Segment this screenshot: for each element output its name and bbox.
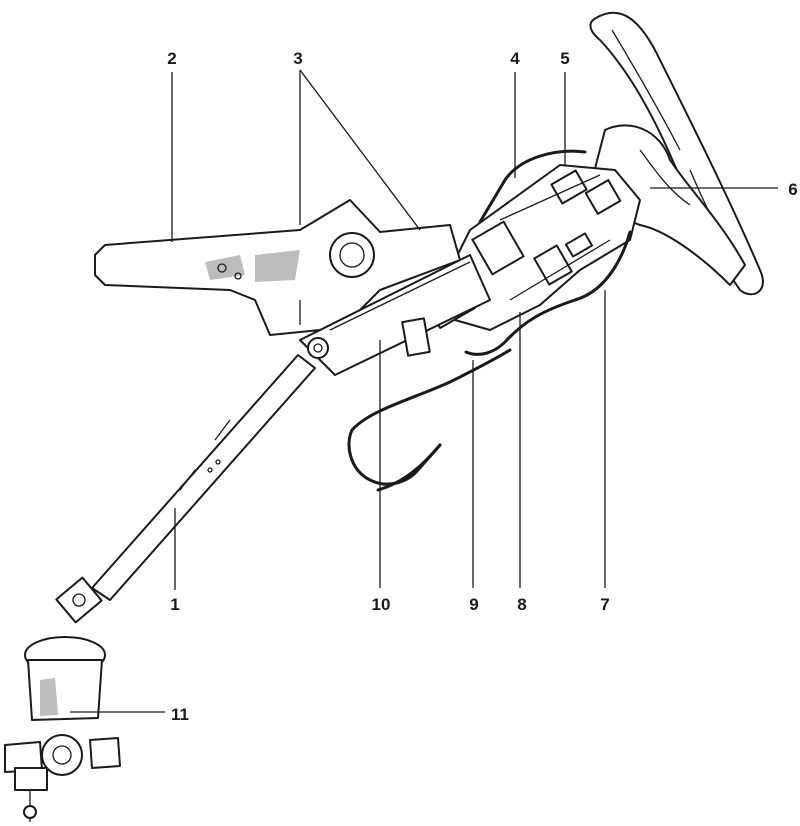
lower-joint-housing <box>4 636 121 822</box>
column-tube <box>299 254 491 376</box>
intermediate-shaft <box>91 354 316 601</box>
callout-5: 5 <box>560 49 569 68</box>
leader-3a <box>299 69 421 231</box>
wiring-harness <box>347 149 632 492</box>
callout-1: 1 <box>170 595 179 614</box>
mounting-bracket <box>94 199 461 336</box>
callout-10: 10 <box>372 595 391 614</box>
column-upper-housing <box>424 164 641 331</box>
leader-lines <box>70 69 778 713</box>
callout-3: 3 <box>293 49 302 68</box>
callout-11: 11 <box>171 705 189 724</box>
callout-9: 9 <box>469 595 478 614</box>
callout-4: 4 <box>510 49 520 68</box>
callout-2: 2 <box>167 49 176 68</box>
callout-8: 8 <box>517 595 526 614</box>
callout-labels: 1 2 3 4 5 6 7 8 9 10 11 <box>167 49 797 724</box>
callout-7: 7 <box>600 595 609 614</box>
callout-6: 6 <box>788 180 797 199</box>
universal-joint <box>55 576 103 624</box>
